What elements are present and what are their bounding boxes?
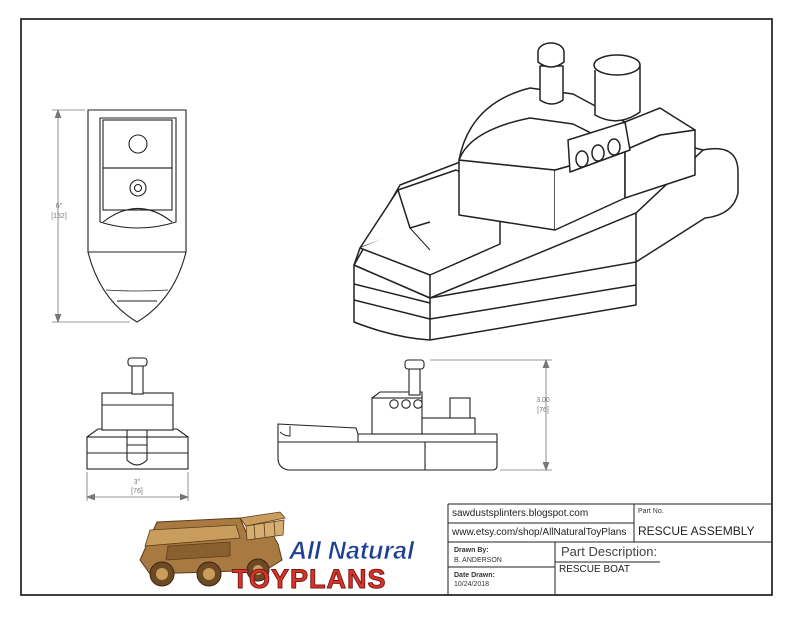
drawn-by-value: B. ANDERSON [454, 557, 502, 564]
drawn-by-label: Drawn By: [454, 547, 489, 554]
part-no-label: Part No. [638, 508, 664, 515]
front-view [86, 357, 189, 470]
part-description-label: Part Description: [561, 544, 658, 559]
blog-url[interactable]: sawdustsplinters.blogspot.com [452, 508, 589, 519]
part-no-value: RESCUE ASSEMBLY [638, 524, 755, 538]
shop-url[interactable]: www.etsy.com/shop/AllNaturalToyPlans [452, 527, 627, 538]
logo-line1: All Natural [288, 537, 415, 565]
front-view-width-in: 3" [134, 479, 141, 486]
toy-plans-logo: All Natural TOYPLANS [139, 511, 415, 595]
title-block-lines [447, 503, 772, 595]
date-drawn-label: Date Drawn: [454, 572, 495, 579]
front-view-dimension [85, 472, 190, 501]
top-view [87, 109, 187, 323]
part-description-value: RESCUE BOAT [559, 564, 630, 575]
side-view-height-mm: [76] [537, 407, 549, 414]
sheet-border [20, 18, 773, 596]
top-view-length-in: 6" [56, 203, 63, 210]
date-drawn-value: 10/24/2018 [454, 581, 490, 588]
side-view [277, 359, 498, 471]
top-view-dimension [52, 108, 130, 324]
top-view-length-mm: [152] [51, 213, 67, 220]
isometric-view [353, 42, 739, 341]
side-view-dimension [430, 358, 552, 472]
side-view-height-in: 3.00 [536, 397, 550, 404]
logo-line2: TOYPLANS [232, 564, 387, 594]
front-view-width-mm: [76] [131, 488, 143, 495]
